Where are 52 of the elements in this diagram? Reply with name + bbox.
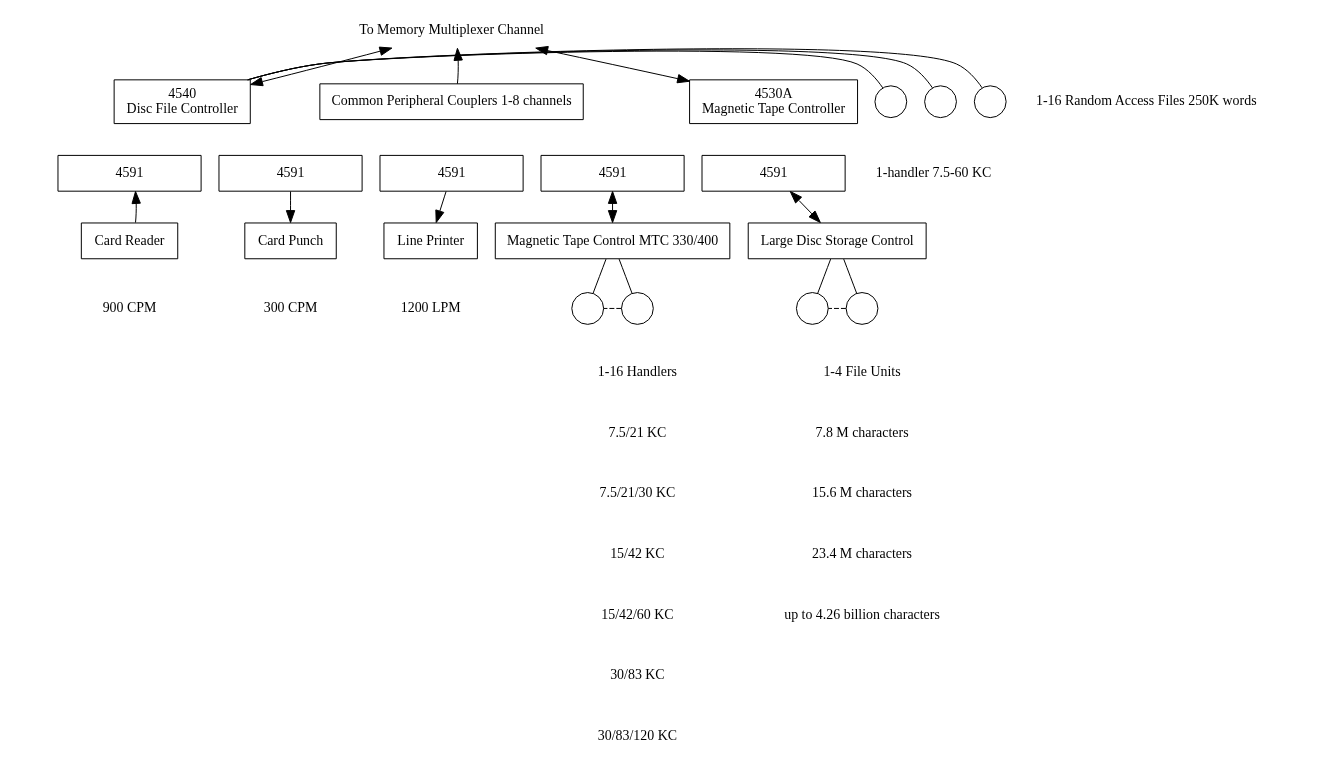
label: 1-4 File Units — [822, 364, 901, 380]
node-box: Card Reader — [80, 222, 178, 260]
arrow — [607, 191, 617, 224]
label: 1-16 Handlers — [597, 364, 677, 380]
connector — [827, 307, 846, 309]
node-box: Large Disc Storage Control — [747, 222, 927, 260]
connector — [842, 258, 857, 294]
arrow — [453, 47, 463, 85]
arrow — [434, 191, 447, 224]
label: 15.6 M characters — [811, 485, 912, 501]
label: 23.4 M characters — [811, 546, 912, 562]
node-circle — [570, 292, 604, 325]
arrow — [285, 191, 295, 224]
node-circle — [620, 292, 654, 325]
node-text: To Memory Multiplexer Channel — [358, 21, 544, 37]
node-box: 4591 — [540, 154, 685, 192]
connector — [592, 258, 607, 294]
label: 30/83 KC — [609, 667, 665, 683]
connector — [816, 258, 831, 294]
arrow — [789, 191, 821, 224]
arrow — [249, 46, 392, 87]
node-label: 300 CPM — [263, 300, 317, 316]
node-box: Line Printer — [382, 222, 478, 260]
node-box: 4591 — [379, 154, 524, 192]
node-box: 4591 — [701, 154, 846, 192]
node-label: 900 CPM — [102, 300, 156, 316]
node-circle — [973, 85, 1007, 119]
node-box: 4591 — [57, 154, 202, 192]
connector — [602, 307, 622, 309]
node-box: Common Peripheral Couplers 1-8 channels — [318, 83, 584, 121]
label: 15/42 KC — [609, 546, 665, 562]
label: 30/83/120 KC — [597, 727, 677, 743]
label: 7.5/21/30 KC — [599, 485, 675, 501]
node-box: Magnetic Tape Control MTC 330/400 — [494, 222, 730, 260]
node-circle — [873, 85, 907, 119]
label: 7.5/21 KC — [607, 424, 666, 440]
label: up to 4.26 billion characters — [783, 606, 940, 622]
node-box: 4530A Magnetic Tape Controller — [688, 79, 858, 125]
connector — [618, 258, 632, 294]
node-box: 4540 Disc File Controller — [113, 79, 251, 125]
node-circle — [795, 292, 829, 325]
arrow — [534, 45, 690, 84]
arrow — [131, 191, 141, 224]
label: 1-16 Random Access Files 250K words — [1035, 93, 1257, 109]
node-label: 1200 LPM — [400, 300, 461, 316]
label: 7.8 M characters — [814, 424, 909, 440]
label: 15/42/60 KC — [600, 606, 674, 622]
node-circle — [845, 292, 878, 325]
node-circle — [923, 85, 957, 119]
node-box: 4591 — [218, 154, 363, 192]
node-label: 1-handler 7.5-60 KC — [875, 164, 991, 180]
node-box: Card Punch — [243, 222, 337, 260]
